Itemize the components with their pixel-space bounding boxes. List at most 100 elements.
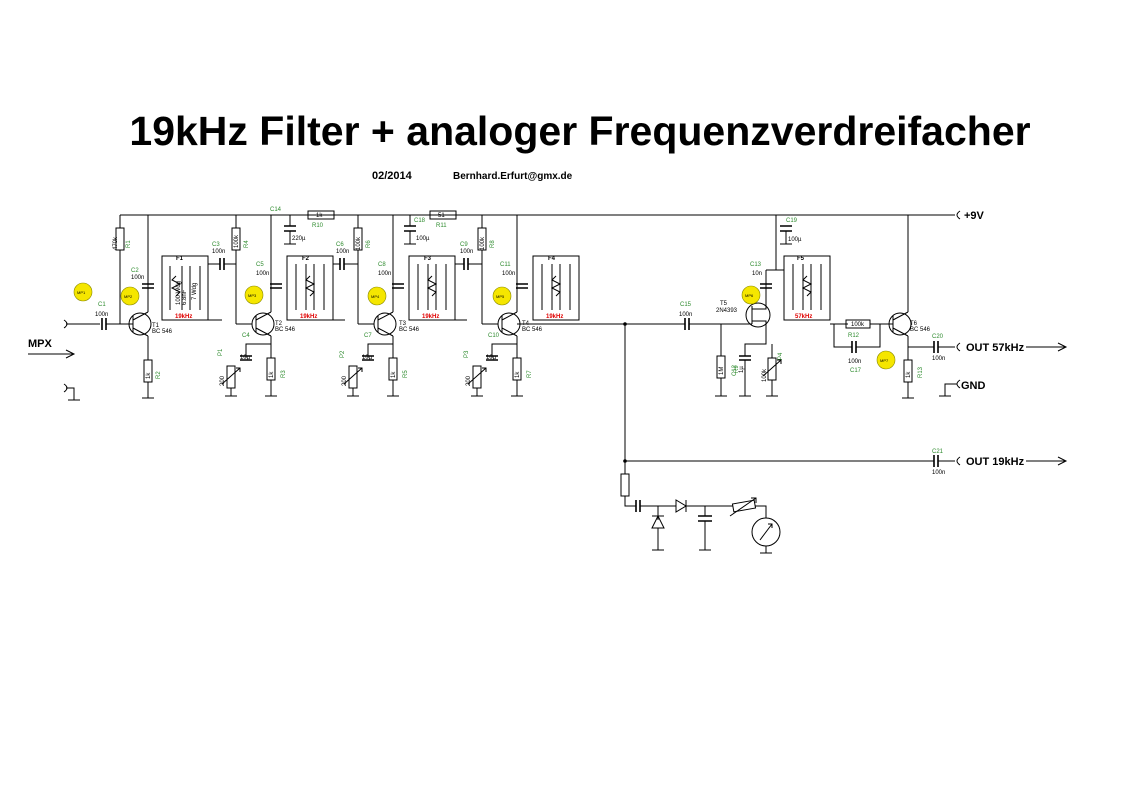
svg-text:C18: C18 [414,218,426,224]
meter-smoothing-capacitor [698,515,712,522]
svg-text:F1: F1 [176,256,184,262]
svg-text:100n: 100n [336,249,349,255]
svg-text:6.8nF: 6.8nF [182,289,188,305]
svg-text:10n: 10n [752,271,762,277]
svg-text:T3: T3 [399,321,407,327]
filter-f4 [532,255,580,321]
svg-text:7 Wdg: 7 Wdg [192,283,198,300]
input-ground-terminal-icon [63,383,80,401]
svg-text:1µ: 1µ [739,366,745,373]
svg-text:19kHz: 19kHz [300,314,317,320]
vcc-terminal-icon [950,210,961,220]
transistor-t5 [745,302,771,328]
svg-text:51: 51 [438,213,445,219]
svg-text:R1: R1 [126,240,132,248]
svg-text:1k: 1k [515,371,521,378]
svg-text:57kHz: 57kHz [795,314,812,320]
capacitor-c15 [684,318,690,330]
out57-terminal-icon [938,342,961,352]
svg-text:C6: C6 [336,242,344,248]
gnd-terminal-icon [939,379,961,397]
c1-value: 100n [95,312,108,318]
meter-resistor [620,473,630,497]
input-terminal-icon [63,319,100,329]
svg-text:200: 200 [220,375,226,386]
out57-arrow-icon [1026,342,1068,352]
capacitor-c2 [142,283,154,289]
svg-text:220µ: 220µ [292,236,306,242]
svg-text:C10: C10 [488,333,500,339]
svg-text:P1: P1 [218,348,224,356]
transistor-t3 [373,312,397,336]
svg-text:100µ: 100µ [788,237,802,243]
capacitor-c12 [739,355,751,361]
measure-point-mp3 [244,285,264,305]
out57-label: OUT 57kHz [966,342,1025,354]
svg-text:T1: T1 [152,323,160,329]
capacitor-c20 [933,341,939,353]
svg-text:MP3: MP3 [248,293,257,298]
svg-text:C13: C13 [750,262,762,268]
svg-text:C8: C8 [378,262,386,268]
out19-label: OUT 19kHz [966,456,1025,468]
svg-text:BC 546: BC 546 [522,327,543,333]
date-label: 02/2014 [372,170,412,182]
svg-text:C7: C7 [364,333,372,339]
measure-point-mp4 [367,286,387,306]
svg-text:100 Wdg: 100 Wdg [176,281,182,305]
svg-text:200: 200 [466,375,472,386]
transistor-t2 [251,312,275,336]
svg-text:C21: C21 [932,449,944,455]
svg-text:F4: F4 [548,256,556,262]
svg-text:19kHz: 19kHz [422,314,439,320]
svg-text:R10: R10 [312,223,324,229]
svg-text:MP5: MP5 [496,294,505,299]
out19-terminal-icon [938,456,961,466]
svg-text:C1: C1 [98,302,106,308]
svg-text:100n: 100n [502,271,515,277]
svg-text:T5: T5 [720,301,728,307]
filter-f5 [783,255,831,321]
svg-text:T2: T2 [275,321,283,327]
svg-text:100n: 100n [932,356,945,362]
capacitor-c21 [933,455,939,467]
svg-text:P4: P4 [778,352,784,360]
svg-text:100n: 100n [378,271,391,277]
svg-text:100n: 100n [679,312,692,318]
capacitor-c13 [760,283,772,289]
svg-text:MP2: MP2 [124,294,133,299]
potentiometer-p1 [226,365,236,389]
svg-text:R6: R6 [366,240,372,248]
svg-text:R9: R9 [734,365,740,373]
svg-text:R3: R3 [281,370,287,378]
svg-text:C19: C19 [786,218,798,224]
svg-text:R11: R11 [436,223,447,229]
transistor-t6 [888,312,912,336]
svg-text:470k: 470k [113,236,119,250]
svg-text:10µ: 10µ [362,355,373,361]
resistor-r10 [307,210,335,220]
capacitor-c5 [270,283,282,289]
svg-text:100k: 100k [480,236,486,250]
svg-text:R7: R7 [527,370,533,378]
capacitor-c17 [851,341,857,353]
svg-text:C17: C17 [850,368,862,374]
svg-text:R4: R4 [244,240,250,248]
capacitor-c9 [463,258,469,270]
filter-f3 [408,255,456,321]
svg-text:200: 200 [342,375,348,386]
svg-text:MP6: MP6 [745,293,754,298]
svg-text:C3: C3 [212,242,220,248]
filter-f2 [286,255,334,321]
capacitor-c14 [284,225,296,232]
svg-text:F2: F2 [302,256,310,262]
capacitor-c7 [362,355,374,361]
svg-text:C14: C14 [270,207,282,213]
svg-text:C5: C5 [256,262,264,268]
mpx-arrow-icon [28,349,76,359]
svg-text:C11: C11 [500,262,511,268]
svg-text:C9: C9 [460,242,468,248]
measure-point-mp7 [876,350,896,370]
svg-text:C15: C15 [680,302,692,308]
